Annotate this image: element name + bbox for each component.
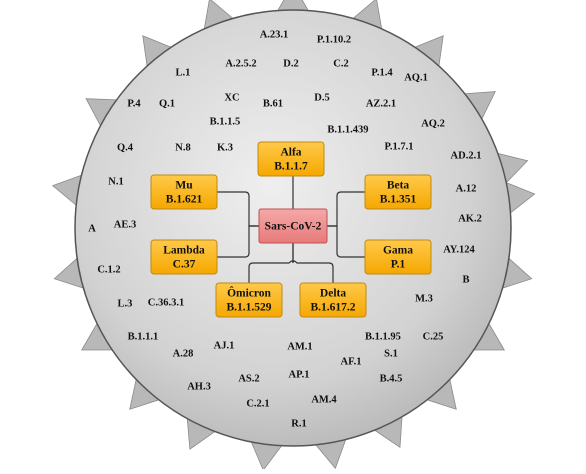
lineage-label: AS.2: [238, 373, 259, 384]
variant-name: Lambda: [163, 245, 205, 257]
lineage-label: AQ.1: [404, 72, 428, 83]
lineage-label: R.1: [291, 418, 306, 429]
lineage-label: AZ.2.1: [366, 98, 396, 109]
center-label: Sars-CoV-2: [265, 221, 322, 233]
variant-box-shape: [364, 239, 432, 275]
lineage-label: AF.1: [341, 356, 362, 367]
lineage-label: B: [462, 274, 469, 285]
lineage-label: A: [88, 223, 96, 234]
lineage-label: P.1.10.2: [317, 34, 351, 45]
variant-name: Gama: [383, 245, 413, 257]
lineage-label: AY.124: [443, 244, 475, 255]
variant-name: Ômicron: [227, 286, 271, 300]
lineage-label: C.2.1: [246, 398, 269, 409]
lineage-label: A.23.1: [260, 29, 289, 40]
lineage-label: AM.1: [287, 341, 312, 352]
lineage-label: N.1: [108, 176, 123, 187]
variant-lineage: B.1.621: [166, 194, 203, 206]
variant-box-shape: [364, 174, 432, 210]
variant-lineage: C.37: [173, 259, 196, 271]
center-node: Sars-CoV-2: [258, 208, 328, 244]
variant-lineage: P.1: [391, 259, 406, 271]
variant-name: Alfa: [280, 147, 301, 159]
variant-box-shape: [299, 282, 367, 318]
lineage-label: P.1.7.1: [384, 141, 413, 152]
lineage-label: Q.4: [117, 142, 134, 153]
lineage-label: AH.3: [187, 381, 211, 392]
variant-boxes: AlfaB.1.1.7BetaB.1.351GamaP.1DeltaB.1.61…: [150, 141, 432, 318]
connector-line: [248, 243, 294, 283]
lineage-label: P.1.4: [371, 67, 393, 78]
connector-line: [327, 225, 365, 258]
lineage-label: D.2: [283, 58, 298, 69]
spike: [277, 0, 309, 11]
connectors: [217, 176, 365, 283]
lineage-label: XC: [224, 92, 239, 103]
lineage-label: AJ.1: [214, 340, 235, 351]
variant-lineage: B.1.1.7: [274, 161, 308, 173]
lineage-label: AQ.2: [421, 118, 445, 129]
variant-name: Beta: [387, 180, 410, 192]
lineage-label: C.25: [423, 331, 444, 342]
variant-box-shape: [150, 239, 218, 275]
lineage-label: S.1: [384, 348, 398, 359]
variant-box-shape: [150, 174, 218, 210]
variant-name: Mu: [175, 180, 193, 192]
lineage-label: AE.3: [114, 219, 136, 230]
lineage-label: N.8: [175, 142, 190, 153]
variant-lineage: B.1.617.2: [310, 302, 355, 314]
lineage-label: A.12: [456, 183, 477, 194]
variant-lineage: B.1.351: [380, 194, 417, 206]
connector-line: [327, 191, 365, 227]
lineage-label: L.3: [118, 298, 133, 309]
variant-box-shape: [257, 141, 325, 177]
center-box: [258, 208, 328, 244]
lineage-label: B.1.1.5: [210, 116, 241, 127]
variant-lineage: B.1.1.529: [226, 302, 271, 314]
lineage-label: C.1.2: [97, 264, 120, 275]
lineage-label: B.1.1.95: [365, 331, 401, 342]
lineage-label: P.4: [127, 98, 141, 109]
lineage-label: C.2: [333, 58, 348, 69]
variant-box: MuB.1.621: [150, 174, 218, 210]
variant-name: Delta: [320, 288, 346, 300]
lineage-label: B.4.5: [380, 373, 403, 384]
lineage-label: C.36.3.1: [148, 297, 184, 308]
lineage-label: A.2.5.2: [225, 58, 256, 69]
lineage-label: B.1.1.439: [327, 124, 368, 135]
lineage-label: AM.4: [311, 394, 337, 405]
lineage-label: AD.2.1: [451, 150, 482, 161]
lineage-label: M.3: [415, 293, 433, 304]
lineage-label: Q.1: [159, 98, 175, 109]
lineage-label: L.1: [176, 67, 191, 78]
lineage-label: A.28: [173, 348, 194, 359]
lineage-label: B.1.1.1: [128, 331, 159, 342]
connector-line: [217, 191, 259, 227]
lineage-label: B.61: [263, 98, 283, 109]
lineage-label: K.3: [217, 142, 233, 153]
connector-line: [217, 225, 259, 258]
lineage-label: AP.1: [289, 369, 310, 380]
lineage-label: D.5: [314, 92, 329, 103]
lineage-label: AK.2: [458, 213, 482, 224]
variant-box-shape: [215, 282, 283, 318]
